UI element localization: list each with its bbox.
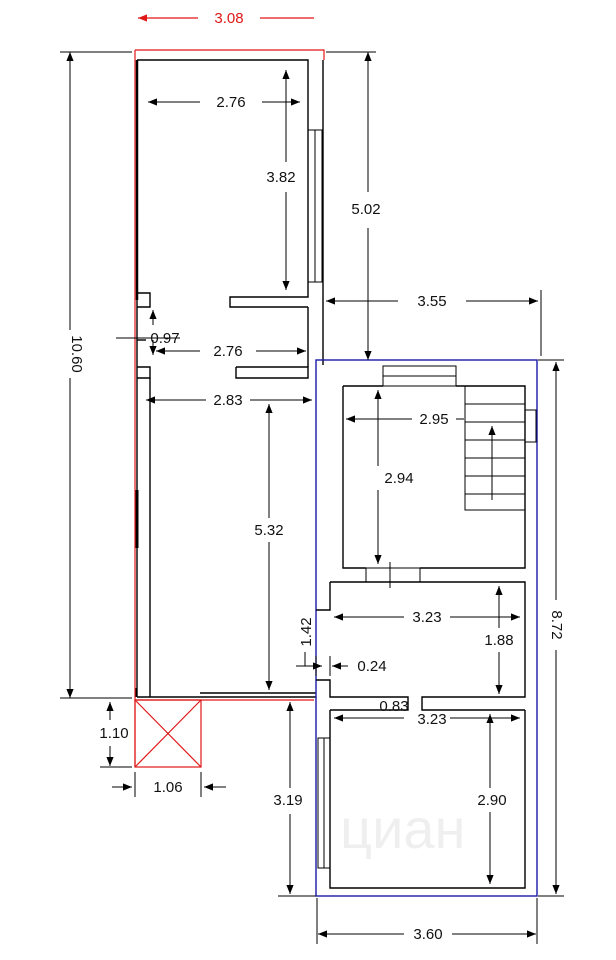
dim-room1-width: 2.76 [216, 94, 245, 111]
dim-room1-height: 3.82 [266, 169, 295, 186]
dim-corridor-height: 0.97 [150, 330, 179, 347]
dim-corridor-width: 2.76 [213, 343, 242, 360]
dim-room2-height: 5.32 [254, 522, 283, 539]
dim-door-width: 0.83 [379, 698, 408, 715]
dim-hall-width: 3.23 [412, 609, 441, 626]
dim-stair-room-height: 2.94 [384, 470, 413, 487]
dim-hall-height: 1.88 [484, 632, 513, 649]
watermark: циан [340, 797, 465, 860]
dim-step-width: 3.55 [417, 293, 446, 310]
left-wing-walls [135, 59, 324, 698]
dim-room2-width: 2.83 [213, 392, 242, 409]
dim-block-width: 3.60 [413, 926, 442, 943]
dim-bottom-left-height: 3.19 [273, 792, 302, 809]
dimension-lines [60, 14, 564, 944]
dim-shaft-width: 1.06 [153, 779, 182, 796]
dim-right-offset-height: 5.02 [351, 201, 380, 218]
dim-bottom-room-width: 3.23 [417, 711, 446, 728]
dim-total-width-top: 3.08 [214, 10, 243, 27]
dim-entry-height: 1.42 [298, 617, 315, 646]
dim-gap-small: 0.24 [357, 658, 386, 675]
dim-block-height: 8.72 [548, 610, 565, 639]
dim-shaft-height: 1.10 [99, 725, 128, 742]
right-block-walls [315, 359, 538, 897]
dim-stair-room-width: 2.95 [419, 411, 448, 428]
dim-total-height: 10.60 [68, 335, 85, 373]
dimension-labels: 3.08 2.76 3.82 5.02 10.60 3.55 0.97 2.76… [68, 10, 565, 943]
left-wing-outline [134, 49, 325, 768]
dim-bottom-room-height: 2.90 [477, 792, 506, 809]
